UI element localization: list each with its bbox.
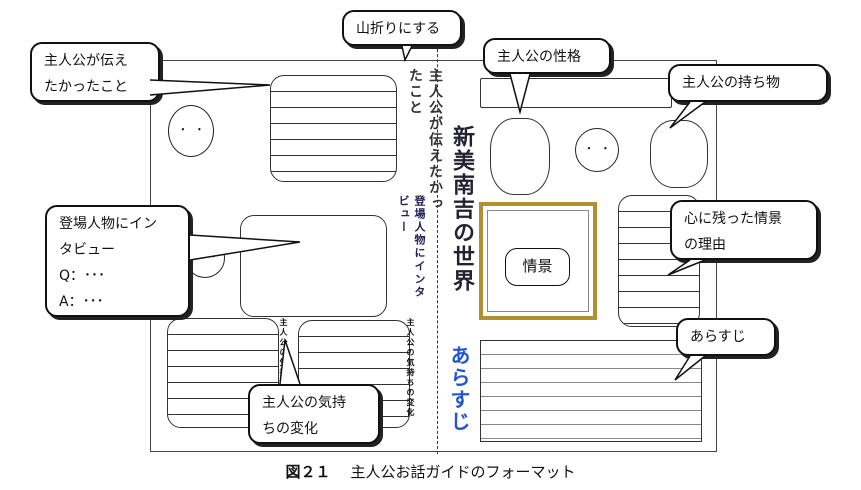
fold-line xyxy=(437,14,438,454)
pointer-fold xyxy=(401,45,413,63)
interview-line-3: Q：･･･ xyxy=(59,268,106,284)
interview-callout: 登場人物にイン タビュー Q：･･･ A：･･･ xyxy=(45,205,190,317)
pointer-belongings xyxy=(669,101,706,129)
personality-callout: 主人公の性格 xyxy=(483,38,611,74)
pointer-interview xyxy=(189,234,301,261)
scene-reason-line-1: 心に残った情景 xyxy=(684,211,782,227)
figure-number: 図２１ xyxy=(285,463,331,481)
fold-callout: 山折りにする xyxy=(342,10,462,46)
pointer-personality xyxy=(509,73,531,115)
feelings-change-line-1: 主人公の気持 xyxy=(262,395,346,411)
interview-line-2: タビュー xyxy=(59,242,115,258)
feelings-label-b: 主人公の気持ちの変化 xyxy=(406,318,415,418)
figure-title: 主人公お話ガイドのフォーマット xyxy=(350,463,576,481)
interview-vertical-title: 登場人物にインタビュー xyxy=(397,195,426,299)
scene-reason-callout: 心に残った情景 の理由 xyxy=(670,200,818,260)
center-title: 新美南吉の世界 xyxy=(449,125,474,293)
synopsis-box xyxy=(480,340,702,442)
interview-line-4: A：･･･ xyxy=(59,294,104,310)
feelings-change-callout: 主人公の気持 ちの変化 xyxy=(248,384,380,444)
pointer-feelings-change xyxy=(279,339,301,385)
hero-message-line-1: 主人公が伝え xyxy=(44,53,128,69)
figure-caption: 図２１ 主人公お話ガイドのフォーマット xyxy=(0,461,861,482)
feelings-change-line-2: ちの変化 xyxy=(262,421,318,437)
synopsis-vertical-title: あらすじ xyxy=(447,345,471,433)
hero-message-box xyxy=(270,75,397,182)
scene-reason-line-2: の理由 xyxy=(684,237,726,253)
thought-cloud-right xyxy=(650,120,708,188)
interview-line-1: 登場人物にイン xyxy=(59,216,157,232)
hero-message-vertical-title: 主人公が伝えたかったこと xyxy=(407,68,443,212)
face-icon: ㆍㆍ xyxy=(168,105,214,157)
hero-message-line-2: たかったこと xyxy=(44,79,128,95)
pointer-scene-reason xyxy=(667,259,706,276)
scene-label: 情景 xyxy=(505,248,570,286)
pointer-hero-message xyxy=(149,79,271,96)
hero-message-callout: 主人公が伝え たかったこと xyxy=(30,42,160,102)
belongings-callout: 主人公の持ち物 xyxy=(668,64,828,102)
interview-box xyxy=(240,215,387,317)
thought-cloud-left xyxy=(490,118,550,195)
pointer-synopsis xyxy=(674,355,706,381)
synopsis-callout: あらすじ xyxy=(676,318,776,356)
scene-frame-inner xyxy=(487,210,589,312)
scene-frame xyxy=(479,202,597,320)
face-icon: ㆍㆍ xyxy=(575,128,619,172)
